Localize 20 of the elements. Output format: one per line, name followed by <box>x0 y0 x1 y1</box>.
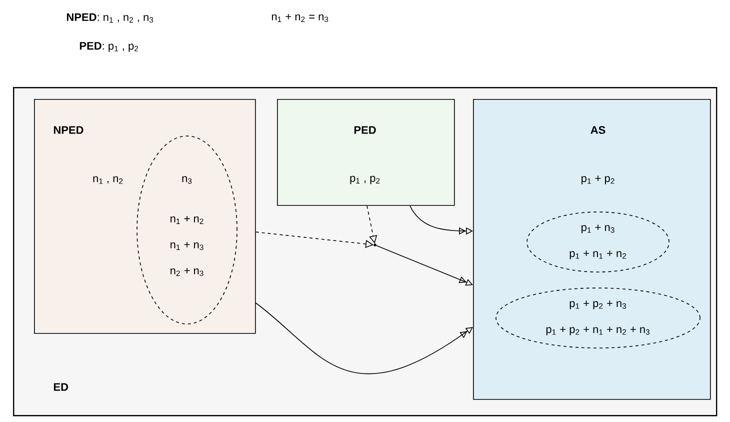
box-title: AS <box>590 126 606 134</box>
arrow <box>376 245 473 286</box>
node-text: n$_{1}$ , n$_{2}$ <box>93 176 123 184</box>
equation-text: n$_{1}$ + n$_{2}$ = n$_{3}$ <box>272 14 328 22</box>
node-text: n$_{1}$ + n$_{2}$ <box>170 216 204 224</box>
node-text: p$_{1}$ + p$_{2}$ + n$_{3}$ <box>570 300 626 310</box>
node-text: p$_{1}$ + n$_{3}$ <box>582 224 614 234</box>
node-text: n$_{1}$ + n$_{3}$ <box>170 242 204 250</box>
box-title: PED <box>354 126 376 134</box>
node-text: p$_{1}$ + n$_{1}$ + n$_{2}$ <box>570 250 626 260</box>
arrow <box>255 302 473 374</box>
node-text: p$_{1}$ , p$_{2}$ <box>350 176 380 184</box>
definition-text: NPED: n$_{1}$ , n$_{2}$ , n$_{3}$ <box>66 13 154 23</box>
box-title: ED <box>54 383 68 391</box>
node-text: p$_{1}$ + p$_{2}$ + n$_{1}$ + n$_{2}$ + n$_{3}$ <box>546 326 650 336</box>
node-text: n$_{2}$ + n$_{3}$ <box>170 268 204 276</box>
definition-text: PED: p$_{1}$ , p$_{2}$ <box>80 42 138 52</box>
box-title: NPED <box>54 126 84 134</box>
node-text: n$_{3}$ <box>182 176 192 184</box>
node-text: p$_{1}$ + p$_{2}$ <box>582 176 614 184</box>
